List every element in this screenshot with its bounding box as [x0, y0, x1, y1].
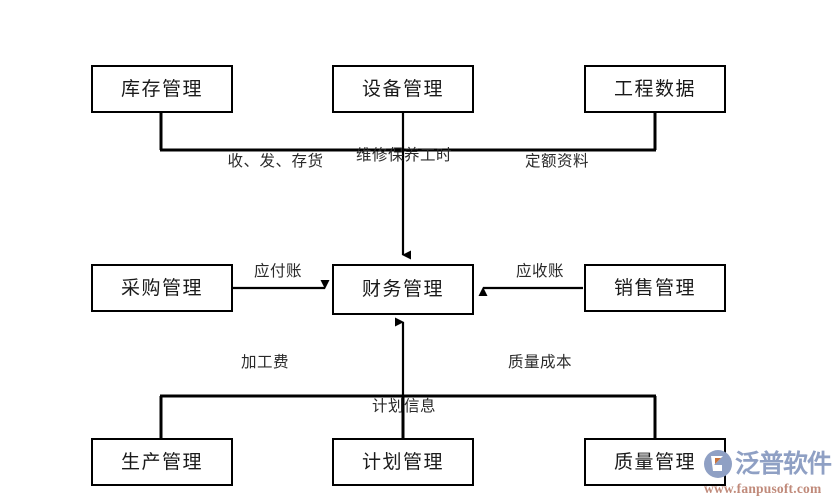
node-inventory[interactable]: 库存管理 — [91, 65, 233, 113]
node-quality[interactable]: 质量管理 — [584, 438, 726, 486]
edge-label-production: 加工费 — [240, 354, 289, 371]
edge-label-engineering: 定额资料 — [524, 153, 589, 170]
edge-label-sales: 应收账 — [515, 263, 564, 280]
node-finance[interactable]: 财务管理 — [332, 264, 474, 315]
node-production[interactable]: 生产管理 — [91, 438, 233, 486]
node-sales[interactable]: 销售管理 — [584, 264, 726, 312]
node-equipment[interactable]: 设备管理 — [332, 65, 474, 113]
watermark-brand-text: 泛普软件 — [735, 450, 832, 478]
edge-label-quality: 质量成本 — [507, 354, 572, 371]
node-planning[interactable]: 计划管理 — [332, 438, 474, 486]
edge-label-inventory: 收、发、存货 — [227, 153, 324, 170]
edge-label-purchase: 应付账 — [253, 263, 302, 280]
edge-label-equipment: 维修保养工时 — [355, 147, 452, 164]
node-engineering[interactable]: 工程数据 — [584, 65, 726, 113]
node-purchase[interactable]: 采购管理 — [91, 264, 233, 312]
edge-label-planning: 计划信息 — [371, 398, 436, 415]
